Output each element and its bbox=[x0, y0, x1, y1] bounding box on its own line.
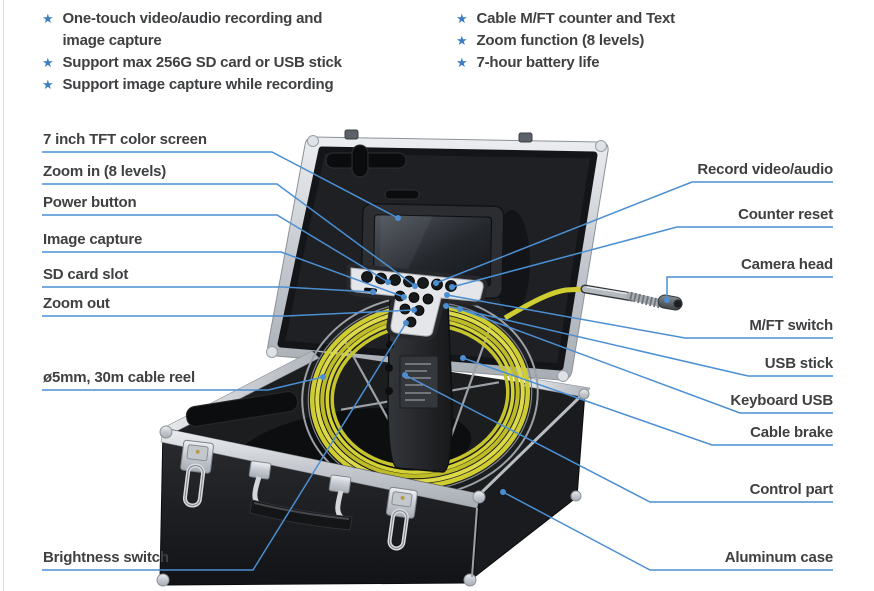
feature-item: ★ Support max 256G SD card or USB stick bbox=[42, 52, 354, 74]
callout-label-screen: 7 inch TFT color screen bbox=[43, 131, 207, 148]
callout-label-aluminum-case: Aluminum case bbox=[724, 549, 833, 566]
star-icon: ★ bbox=[42, 55, 54, 70]
case-handle bbox=[248, 460, 353, 531]
callout-label-mft-switch: M/FT switch bbox=[749, 317, 833, 334]
feature-item: ★ Zoom function (8 levels) bbox=[456, 30, 796, 52]
callout-lines bbox=[42, 151, 833, 571]
lid-latch-tab bbox=[344, 129, 359, 140]
lid-foam-cutouts bbox=[325, 144, 420, 200]
feature-text: Zoom function (8 levels) bbox=[476, 32, 645, 49]
camera-cable bbox=[503, 286, 586, 321]
callout-label-zoom-out: Zoom out bbox=[43, 295, 110, 312]
star-icon: ★ bbox=[456, 55, 468, 70]
feature-item: ★ Support image capture while recording bbox=[42, 74, 354, 96]
callout-label-sd-card-slot: SD card slot bbox=[43, 266, 129, 283]
star-icon: ★ bbox=[456, 11, 468, 26]
callout-label-usb-stick: USB stick bbox=[764, 355, 833, 372]
feature-list-left: ★ One-touch video/audio recording and im… bbox=[42, 8, 354, 96]
feature-text: Support max 256G SD card or USB stick bbox=[62, 54, 342, 71]
callout-label-image-capture: Image capture bbox=[43, 231, 143, 248]
feature-text: One-touch video/audio recording and imag… bbox=[62, 10, 323, 49]
feature-item: ★ 7-hour battery life bbox=[456, 52, 796, 74]
feature-item: ★ One-touch video/audio recording and im… bbox=[42, 8, 354, 52]
page-edge-line bbox=[3, 0, 4, 591]
callout-label-keyboard-usb: Keyboard USB bbox=[730, 392, 833, 409]
callout-label-cable-reel: ø5mm, 30m cable reel bbox=[43, 369, 195, 386]
callout-label-control-part: Control part bbox=[749, 481, 834, 498]
camera-probe bbox=[580, 284, 683, 311]
callout-label-record: Record video/audio bbox=[697, 161, 833, 178]
star-icon: ★ bbox=[456, 33, 468, 48]
feature-text: Support image capture while recording bbox=[62, 76, 334, 93]
feature-item: ★ Cable M/FT counter and Text bbox=[456, 8, 796, 30]
feature-text: Cable M/FT counter and Text bbox=[476, 10, 675, 27]
callout-label-brightness: Brightness switch bbox=[43, 549, 169, 566]
callout-label-cable-brake: Cable brake bbox=[750, 424, 833, 441]
star-icon: ★ bbox=[42, 77, 54, 92]
callout-label-camera-head: Camera head bbox=[740, 256, 833, 273]
camera-head bbox=[657, 294, 683, 311]
feature-list-right: ★ Cable M/FT counter and Text ★ Zoom fun… bbox=[456, 8, 796, 74]
callout-label-counter-reset: Counter reset bbox=[738, 206, 833, 223]
callout-dots bbox=[320, 215, 670, 495]
star-icon: ★ bbox=[42, 11, 54, 26]
callout-label-power-button: Power button bbox=[43, 194, 137, 211]
lid-latch-tab bbox=[518, 132, 533, 143]
feature-text: 7-hour battery life bbox=[476, 54, 600, 71]
case-latch bbox=[385, 486, 418, 551]
callout-label-zoom-in: Zoom in (8 levels) bbox=[43, 163, 167, 180]
case-latch bbox=[180, 439, 214, 508]
